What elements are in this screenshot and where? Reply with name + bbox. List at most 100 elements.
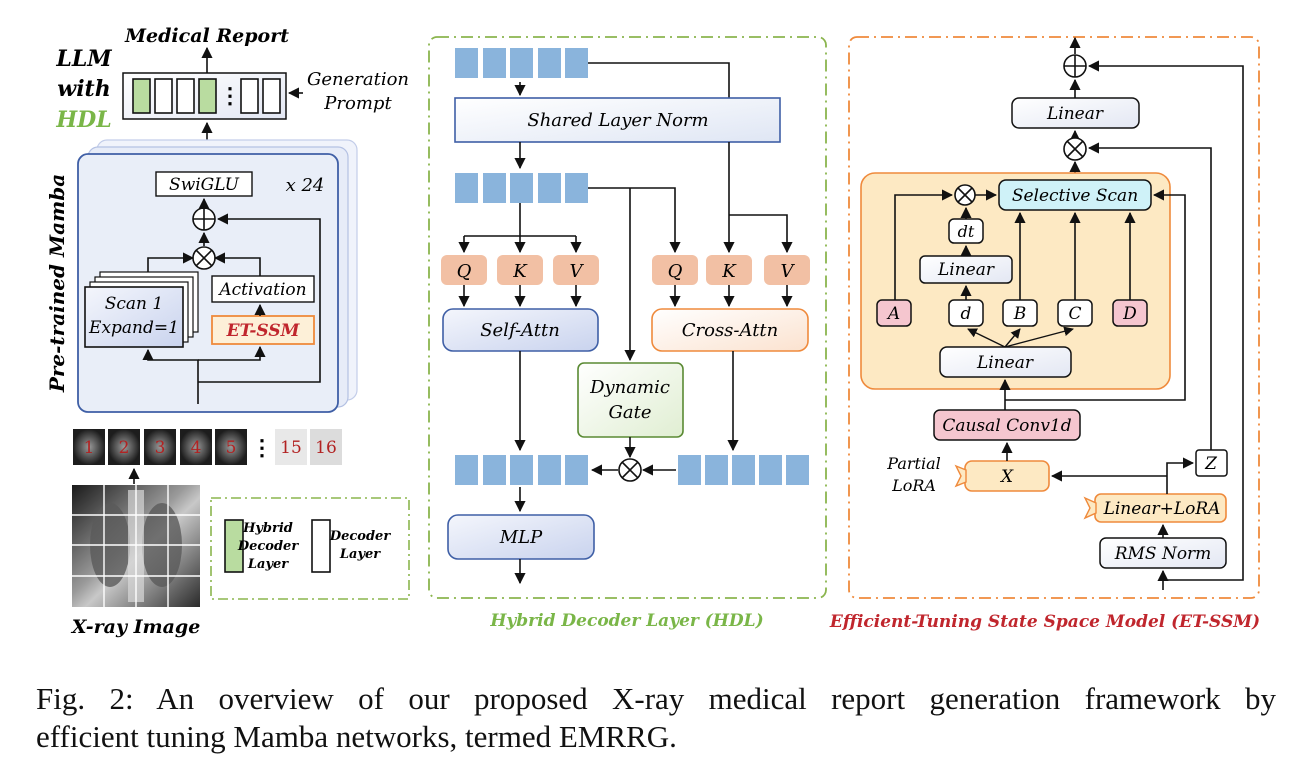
hdl-panel: Shared Layer Norm Q K V Q K V: [428, 36, 827, 631]
token-row-top: [455, 48, 588, 78]
rms-norm-label: RMS Norm: [1114, 544, 1212, 564]
xray-label: X-ray Image: [71, 616, 201, 638]
scan-label-1: Scan 1: [105, 294, 163, 314]
llm-hybrid-layer: [132, 78, 151, 114]
llm-panel: Medical Report LLM with HDL ⋮ Generation…: [55, 25, 409, 175]
legend: Hybrid Decoder Layer Decoder Layer: [210, 497, 410, 600]
v-label: V: [781, 261, 796, 282]
cross-attn-box: [651, 308, 809, 352]
legend-hybrid-2: Decoder: [237, 539, 299, 554]
legend-hybrid-1: Hybrid: [242, 521, 293, 536]
k-box: [497, 255, 543, 285]
scan-box: [84, 286, 184, 348]
activation-box: [211, 275, 315, 303]
a-label: A: [886, 304, 900, 324]
q-label: Q: [457, 261, 472, 282]
image-patch: [180, 429, 212, 465]
linear-top-label: Linear: [1046, 104, 1104, 124]
token-row-bottom-left: [455, 455, 588, 485]
figure-caption-line-1: Fig. 2: An overview of our proposed X-ra…: [36, 681, 1276, 716]
image-patch: [108, 429, 140, 465]
legend-decoder-2: Layer: [339, 547, 381, 562]
patch-label: 15: [280, 438, 302, 458]
q-label: Q: [668, 261, 683, 282]
patch-label: 16: [315, 438, 337, 458]
generation-prompt-1: Generation: [307, 69, 409, 90]
xray-image: X-ray Image: [71, 485, 201, 638]
c-label: C: [1068, 304, 1081, 324]
mamba-block: Pre-trained Mamba SwiGLU x 24 Scan 1 Exp…: [45, 139, 358, 413]
causal-conv-box: [933, 409, 1081, 441]
scan-label-2: Expand=1: [88, 318, 179, 338]
dt-label: dt: [958, 222, 975, 241]
lora-adapter-icon: [1083, 496, 1097, 520]
llm-ellipsis: ⋮: [219, 83, 241, 109]
etssm-caption: Efficient-Tuning State Space Model (ET-S…: [829, 612, 1260, 632]
k-label: K: [512, 261, 528, 282]
mlp-label: MLP: [499, 527, 543, 548]
patch-ellipsis: ⋮: [251, 435, 273, 461]
image-patch: [310, 429, 342, 465]
k-label: K: [721, 261, 737, 282]
repeat-label: x 24: [286, 175, 325, 196]
et-ssm-box: [211, 315, 315, 345]
cross-attn-label: Cross-Attn: [682, 320, 779, 341]
k-box-cross: [706, 255, 752, 285]
lora-adapter-icon: [954, 464, 967, 488]
emrrg-framework-diagram: Medical Report LLM with HDL ⋮ Generation…: [45, 25, 1260, 638]
llm-label-hdl: HDL: [55, 107, 111, 133]
v-label: V: [570, 261, 585, 282]
dynamic-gate-box: [577, 362, 684, 438]
medical-report-title: Medical Report: [124, 25, 289, 47]
legend-hybrid-3: Layer: [247, 557, 289, 572]
v-box: [553, 255, 599, 285]
generation-prompt-2: Prompt: [323, 93, 392, 114]
patch-label: 5: [226, 438, 237, 458]
llm-decoder-layer: [154, 78, 173, 114]
dynamic-gate-label-2: Gate: [609, 402, 652, 423]
d-small-label: d: [961, 304, 972, 324]
image-patch: [275, 429, 307, 465]
image-patch: [73, 429, 105, 465]
llm-hybrid-layer: [198, 78, 217, 114]
linear-lora-label: Linear+LoRA: [1103, 499, 1221, 519]
linear-dt-label: Linear: [937, 260, 995, 280]
shared-layer-norm-label: Shared Layer Norm: [527, 110, 708, 131]
llm-label-2: with: [57, 76, 110, 102]
selective-scan-label: Selective Scan: [1012, 186, 1138, 206]
patch-label: 1: [84, 438, 95, 458]
activation-label: Activation: [217, 280, 306, 300]
llm-decoder-layer: [176, 78, 195, 114]
ssm-core-box: [860, 172, 1171, 390]
linear-top-box: [1011, 97, 1140, 129]
shared-layer-norm-box: [454, 97, 781, 143]
v-box-cross: [764, 255, 810, 285]
llm-decoder-layer: [262, 78, 281, 114]
legend-decoder-1: Decoder: [329, 529, 391, 544]
a-box: [876, 299, 912, 327]
llm-decoder-layer: [240, 78, 259, 114]
self-attn-label: Self-Attn: [480, 320, 560, 341]
causal-conv-label: Causal Conv1d: [942, 416, 1071, 436]
selective-scan-box: [998, 179, 1152, 211]
image-patch: [144, 429, 176, 465]
mamba-side-label: Pre-trained Mamba: [45, 174, 69, 393]
partial-lora-1: Partial: [886, 454, 940, 473]
legend-hybrid-swatch: [224, 519, 244, 573]
patch-label: 4: [191, 438, 202, 458]
token-row-mid: [455, 173, 588, 203]
x-label: X: [999, 467, 1014, 487]
swiglu-label: SwiGLU: [169, 175, 240, 195]
token-row-bottom-right: [678, 455, 809, 485]
z-label: Z: [1204, 454, 1218, 474]
patch-row: 1 2 3 4 5 ⋮ 15 16: [73, 429, 342, 484]
partial-lora-2: LoRA: [891, 476, 936, 495]
patch-label: 3: [155, 438, 166, 458]
b-label: B: [1013, 304, 1027, 324]
q-box: [441, 255, 487, 285]
d-big-label: D: [1122, 304, 1137, 324]
etssm-panel: Linear Selective Scan dt Linear A d B C …: [829, 36, 1260, 632]
dynamic-gate-label-1: Dynamic: [589, 377, 670, 398]
patch-label: 2: [119, 438, 130, 458]
q-box-cross: [652, 255, 698, 285]
